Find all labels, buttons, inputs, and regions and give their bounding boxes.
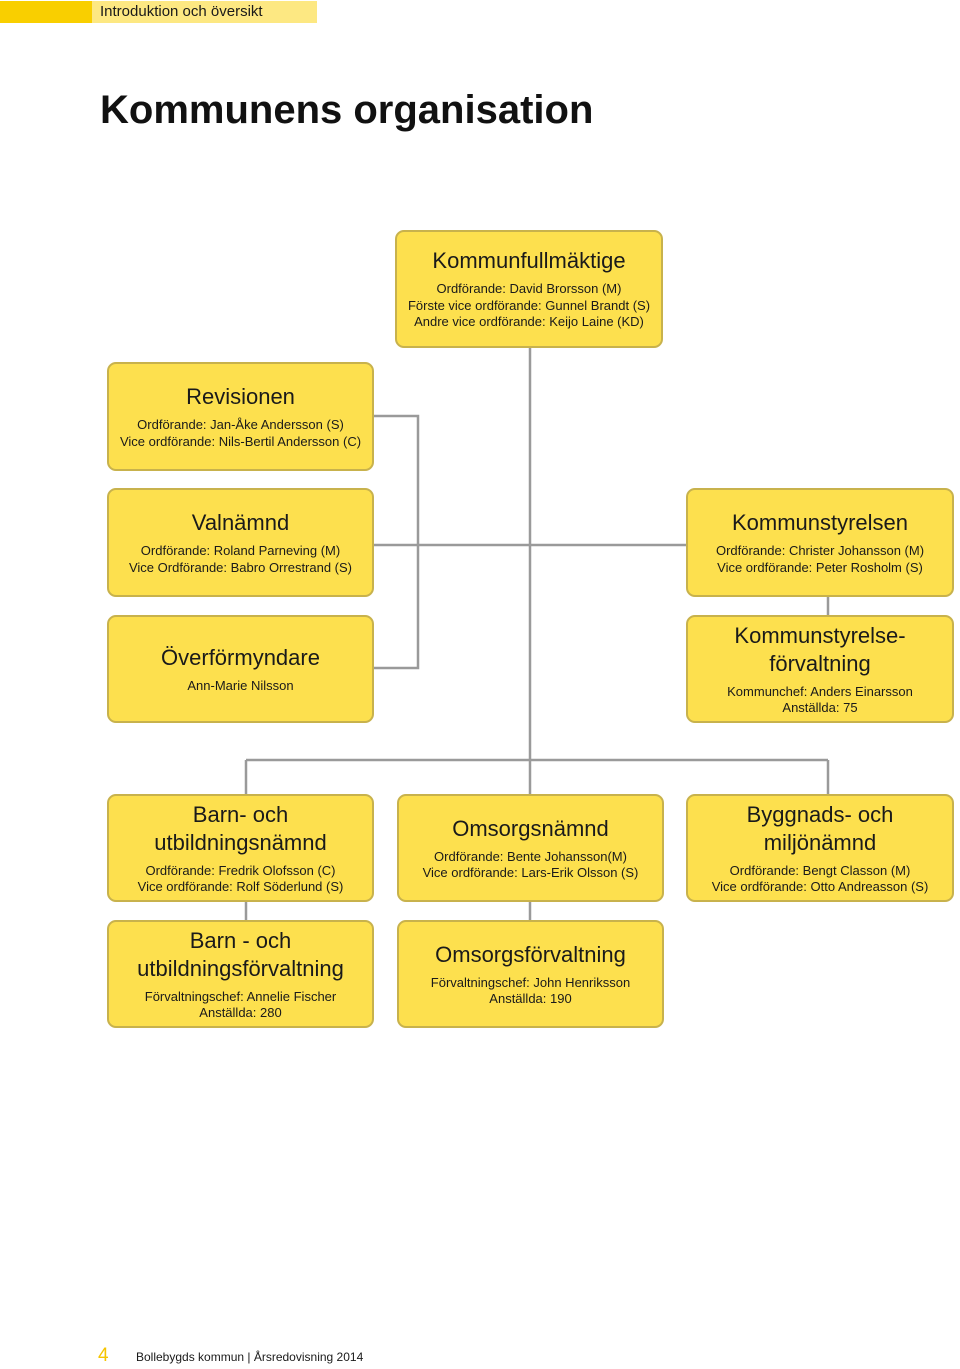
section-label: Introduktion och översikt [100,3,263,20]
org-unit-detail: Ann-Marie Nilsson [187,677,294,693]
org-unit-detail: Vice ordförande: Rolf Söderlund (S) [137,879,344,894]
org-unit-detail: Anställda: 190 [489,991,572,1006]
org-unit-name: Överförmyndare [161,644,320,670]
org-unit-name: Barn - och utbildningsförvaltning [137,927,344,981]
org-unit-detail: Förvaltningschef: John Henriksson [430,974,631,990]
org-unit-detail: Ordförande: Roland Parneving (M) [140,543,341,558]
org-unit-detail: Andre vice ordförande: Keijo Laine (KD) [414,314,644,330]
org-unit-detail: Vice ordförande: Peter Rosholm (S) [717,559,923,575]
org-unit-name: Barn- och utbildningsnämnd [154,801,327,855]
org-unit-name: Omsorgsnämnd [452,815,609,841]
org-unit-name: Kommunfullmäktige [432,248,626,274]
org-unit-detail: Vice ordförande: Otto Andreasson (S) [711,879,929,894]
org-unit-name: Byggnads- och miljönämnd [746,801,894,855]
section-accent [0,1,92,23]
org-unit-detail: Förvaltningschef: Annelie Fischer [144,988,337,1004]
org-unit-detail: Ordförande: Jan-Åke Andersson (S) [137,417,344,432]
section-header-bar: Introduktion och översikt [0,1,317,23]
org-unit-name: Revisionen [186,384,295,409]
org-unit-name: Omsorgsförvaltning [435,941,626,967]
org-unit-detail: Vice Ordförande: Babro Orrestrand (S) [128,559,353,575]
org-unit-detail: Anställda: 280 [199,1005,282,1020]
org-unit-detail: Vice ordförande: Nils-Bertil Andersson (… [119,433,362,449]
org-unit-detail: Kommunchef: Anders Einarsson [727,683,913,699]
org-unit-detail: Ordförande: Bengt Classon (M) [729,862,911,878]
org-unit-name: Kommunstyrelsen [731,510,909,535]
org-unit-name: Kommunstyrelse- förvaltning [734,622,906,676]
org-unit-detail: Anställda: 75 [782,700,858,715]
org-unit-name: Valnämnd [191,510,290,535]
org-unit-detail: Ordförande: David Brorsson (M) [436,281,622,297]
page-number: 4 [98,1345,109,1366]
footer-text: Bollebygds kommun | Årsredovisning 2014 [136,1350,364,1364]
org-unit-detail: Förste vice ordförande: Gunnel Brandt (S… [407,297,651,313]
org-unit-detail: Vice ordförande: Lars-Erik Olsson (S) [422,865,639,880]
page-title: Kommunens organisation [100,88,594,132]
connector-revisionen [374,414,420,670]
org-unit-detail: Ordförande: Christer Johansson (M) [715,543,925,558]
org-unit-detail: Ordförande: Fredrik Olofsson (C) [145,862,336,878]
org-unit-detail: Ordförande: Bente Johansson(M) [434,848,627,864]
